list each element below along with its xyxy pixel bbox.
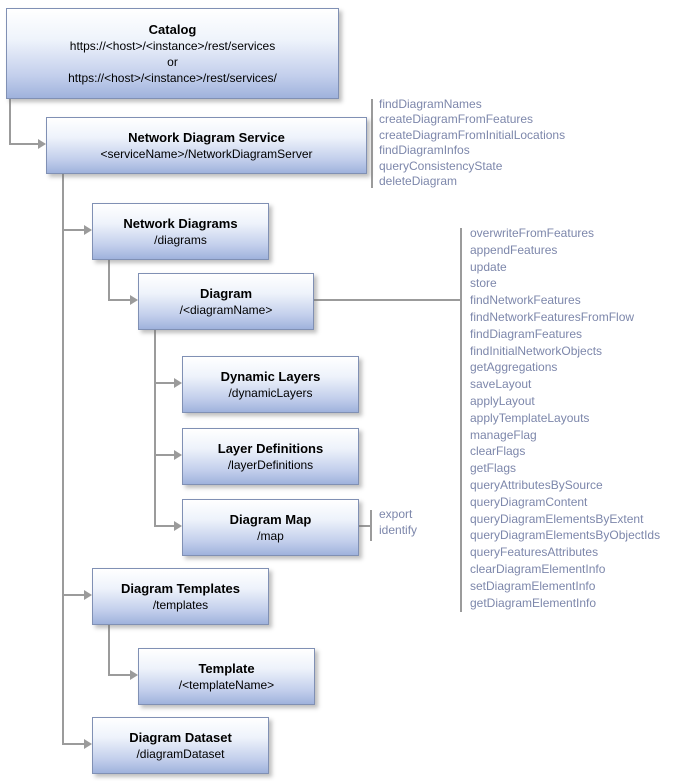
bracket-diagram-operations [460,228,462,612]
arrowhead-diagrams-icon [84,225,92,235]
connector-map-to-operations [357,525,371,527]
node-path: /<templateName> [178,678,275,692]
node-diagram: Diagram /<diagramName> [138,273,314,330]
node-path: /layerDefinitions [227,458,314,472]
operation-item: deleteDiagram [379,174,458,189]
diagram-operations-list: overwriteFromFeatures appendFeatures upd… [470,225,660,611]
operation-item: findDiagramInfos [379,143,470,158]
node-path: <serviceName>/NetworkDiagramServer [100,147,313,161]
node-title: Diagram [199,286,253,301]
node-path: /dynamicLayers [228,386,313,400]
node-title: Layer Definitions [217,441,324,456]
node-title: Diagram Dataset [129,730,232,745]
connector-to-service [9,143,39,145]
operation-item: getAggregations [470,360,558,375]
arrowhead-template-icon [130,670,138,680]
node-diagram-map: Diagram Map /map [182,499,359,556]
node-path: /diagrams [154,233,207,247]
operation-item: applyLayout [470,393,535,408]
arrowhead-dynamic-layers-icon [174,378,182,388]
operation-item: queryDiagramContent [470,494,588,509]
node-title: Diagram Map [229,512,312,527]
node-title: Template [198,661,255,676]
catalog-or: or [167,55,178,69]
arrowhead-service-icon [38,139,46,149]
node-path: /map [257,529,284,543]
operation-item: setDiagramElementInfo [470,578,596,593]
node-path: /<diagramName> [179,303,273,317]
operation-item: createDiagramFromInitialLocations [379,127,566,142]
bracket-service-operations [371,99,373,188]
arrowhead-dataset-icon [84,739,92,749]
catalog-url-2: https://<host>/<instance>/rest/services/ [68,71,277,85]
node-path: /diagramDataset [136,747,225,761]
node-layer-definitions: Layer Definitions /layerDefinitions [182,428,359,485]
connector-to-diagrams [62,229,85,231]
node-title: Network Diagram Service [128,130,285,145]
operation-item: clearFlags [470,444,526,459]
operation-item: findInitialNetworkObjects [470,343,603,358]
operation-item: findDiagramNames [379,97,482,111]
node-catalog: Catalog https://<host>/<instance>/rest/s… [6,8,339,99]
connector-catalog-trunk [9,97,11,145]
catalog-url-1: https://<host>/<instance>/rest/services [69,39,276,53]
node-network-diagram-service: Network Diagram Service <serviceName>/Ne… [46,117,367,174]
arrowhead-layer-definitions-icon [174,450,182,460]
operation-item: manageFlag [470,427,537,442]
operation-item: update [470,259,507,274]
node-title: Dynamic Layers [220,369,321,384]
operation-item: store [470,276,497,291]
node-title: Network Diagrams [123,216,238,231]
operation-item: findDiagramFeatures [470,326,583,341]
operation-item: getDiagramElementInfo [470,595,597,610]
connector-to-dynamic-layers [154,382,175,384]
service-operations-list: findDiagramNames createDiagramFromFeatur… [379,97,565,189]
connector-diagram-to-operations [312,299,462,301]
arrowhead-templates-icon [84,590,92,600]
connector-to-diagram-map [154,525,175,527]
connector-to-dataset [62,743,85,745]
catalog-title: Catalog [148,22,197,37]
operation-item: queryDiagramElementsByObjectIds [470,528,661,543]
connector-diagram-trunk [154,328,156,527]
connector-diagrams-trunk [108,258,110,301]
node-template: Template /<templateName> [138,648,315,705]
operation-item: createDiagramFromFeatures [379,112,534,127]
node-path: /templates [152,598,209,612]
operation-item: queryDiagramElementsByExtent [470,511,644,526]
operation-item: getFlags [470,461,517,476]
connector-to-diagram [108,299,131,301]
operation-item: queryConsistencyState [379,158,503,173]
node-diagram-dataset: Diagram Dataset /diagramDataset [92,717,269,774]
operation-item: clearDiagramElementInfo [470,561,606,576]
connector-service-trunk [62,172,64,745]
connector-templates-trunk [108,623,110,676]
map-operations-list: export identify [379,506,417,538]
connector-to-layer-definitions [154,454,175,456]
operation-item: saveLayout [470,377,532,392]
operation-item: queryFeaturesAttributes [470,545,599,560]
connector-to-template [108,674,131,676]
operation-item: queryAttributesBySource [470,477,603,492]
node-diagram-templates: Diagram Templates /templates [92,568,269,625]
connector-to-templates [62,594,85,596]
arrowhead-diagram-map-icon [174,521,182,531]
operation-item: findNetworkFeaturesFromFlow [470,309,635,324]
node-network-diagrams: Network Diagrams /diagrams [92,203,269,260]
operation-item: export [379,507,413,521]
operation-item: overwriteFromFeatures [470,226,595,240]
bracket-map-operations [370,510,372,541]
arrowhead-diagram-icon [130,295,138,305]
node-title: Diagram Templates [121,581,240,596]
operation-item: appendFeatures [470,242,558,257]
operation-item: identify [379,523,418,537]
node-dynamic-layers: Dynamic Layers /dynamicLayers [182,356,359,413]
operation-item: applyTemplateLayouts [470,410,590,425]
operation-item: findNetworkFeatures [470,293,581,308]
